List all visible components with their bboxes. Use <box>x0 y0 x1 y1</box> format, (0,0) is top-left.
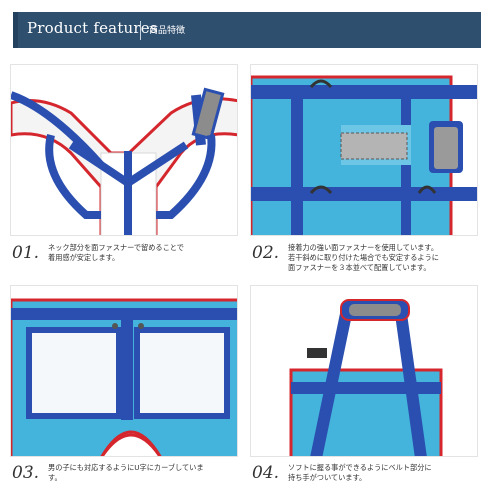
feature-image-handle <box>250 285 478 457</box>
velcro-strips-illustration <box>251 65 477 235</box>
feature-description: ソフトに握る事ができるようにベルト部分に 持ち手がついています。 <box>288 463 483 483</box>
header-title: Product features <box>27 19 158 37</box>
neck-closure-illustration <box>11 65 237 235</box>
feature-image-neck-closure <box>10 64 238 236</box>
handle-illustration <box>251 286 477 456</box>
feature-number: 03. <box>12 463 40 483</box>
feature-line: 接着力の強い面ファスナーを使用しています。 <box>288 243 439 252</box>
feature-line: ソフトに握る事ができるようにベルト部分に <box>288 463 432 472</box>
header-subtitle: 商品特徴 <box>149 26 186 36</box>
header-divider <box>140 21 141 40</box>
feature-line: 持ち手がついています。 <box>288 473 367 482</box>
feature-description: 男の子にも対応するようにU字にカーブしていま す。 <box>48 463 233 483</box>
feature-line: 着用感が安定します。 <box>48 253 120 262</box>
feature-image-velcro-strips <box>250 64 478 236</box>
feature-number: 04. <box>252 463 280 483</box>
feature-number: 02. <box>252 243 280 263</box>
header-accent-bar <box>13 12 18 48</box>
feature-description: ネック部分を面ファスナーで留めることで 着用感が安定します。 <box>48 243 233 263</box>
section-header: Product features 商品特徴 <box>8 12 481 48</box>
feature-line: 面ファスナーを３本並べて配置しています。 <box>288 263 431 272</box>
feature-line: す。 <box>48 473 62 482</box>
feature-line: 男の子にも対応するようにU字にカーブしていま <box>48 463 204 472</box>
feature-description: 接着力の強い面ファスナーを使用しています。 若干斜めに取り付けた場合でも安定する… <box>288 243 483 273</box>
u-curve-illustration <box>11 286 237 456</box>
feature-image-u-curve <box>10 285 238 457</box>
feature-number: 01. <box>12 243 40 263</box>
feature-line: 若干斜めに取り付けた場合でも安定するように <box>288 253 439 262</box>
feature-line: ネック部分を面ファスナーで留めることで <box>48 243 184 252</box>
